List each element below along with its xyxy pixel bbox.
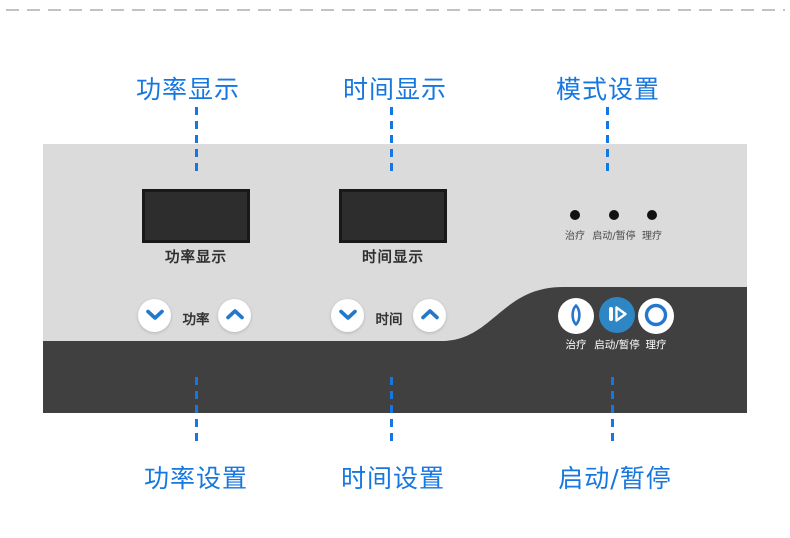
annotation-start-pause: 启动/暂停: [558, 464, 672, 493]
connector-time-settings: [390, 377, 393, 445]
ring-icon: [638, 297, 674, 336]
annotation-time-display: 时间显示: [342, 75, 448, 104]
treatment-indicator-led: [570, 210, 580, 220]
power-increase-button[interactable]: [218, 299, 251, 332]
annotation-power-display: 功率显示: [135, 75, 241, 104]
play-pause-icon: [599, 296, 635, 335]
panel-dark-region: [43, 287, 747, 413]
physio-indicator-label: 理疗: [642, 231, 662, 242]
connector-time-display: [390, 107, 393, 175]
time-display-screen: [339, 189, 447, 243]
treatment-button[interactable]: [558, 298, 594, 334]
connector-power-display: [195, 107, 198, 175]
physio-button[interactable]: [638, 298, 674, 334]
lens-icon: [558, 297, 594, 336]
time-screen-caption: 时间显示: [362, 250, 424, 266]
power-screen-caption: 功率显示: [165, 250, 227, 266]
chevron-down-icon: [145, 308, 165, 324]
chevron-up-icon: [420, 308, 440, 324]
time-increase-button[interactable]: [413, 299, 446, 332]
treatment-indicator-label: 治疗: [565, 231, 585, 242]
start-pause-button[interactable]: [599, 297, 635, 333]
chevron-up-icon: [225, 308, 245, 324]
start-pause-indicator-led: [609, 210, 619, 220]
annotation-power-settings: 功率设置: [143, 464, 249, 493]
chevron-down-icon: [338, 308, 358, 324]
power-display-screen: [142, 189, 250, 243]
device-panel: 功率显示 时间显示 治疗 启动/暂停 理疗 功率: [43, 144, 747, 413]
treatment-button-label: 治疗: [565, 339, 587, 351]
connector-start-pause: [611, 377, 614, 445]
power-stepper-label: 功率: [182, 312, 210, 328]
connector-mode-settings: [606, 107, 609, 175]
annotation-time-settings: 时间设置: [340, 464, 446, 493]
start-pause-button-label: 启动/暂停: [594, 339, 640, 351]
top-dashed-divider: [6, 9, 785, 11]
connector-power-settings: [195, 377, 198, 445]
power-decrease-button[interactable]: [138, 299, 171, 332]
start-pause-indicator-label: 启动/暂停: [592, 231, 636, 242]
annotation-mode-settings: 模式设置: [555, 75, 661, 104]
physio-button-label: 理疗: [645, 339, 667, 351]
time-decrease-button[interactable]: [331, 299, 364, 332]
time-stepper-label: 时间: [375, 312, 403, 328]
physio-indicator-led: [647, 210, 657, 220]
